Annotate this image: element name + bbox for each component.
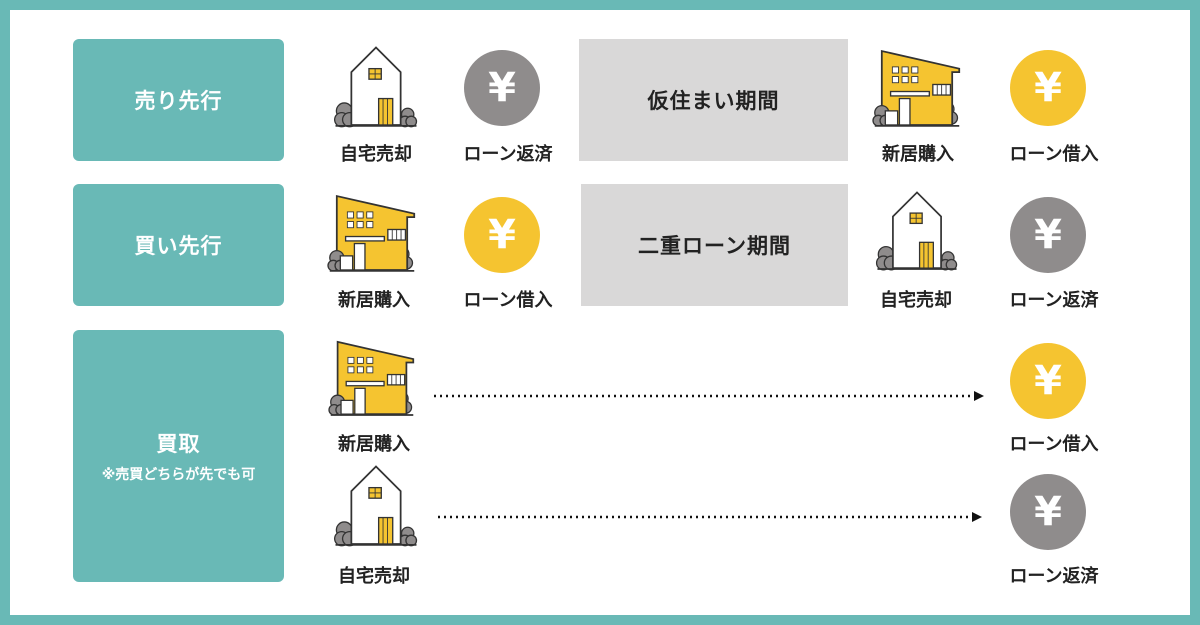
row-label-text: 買い先行 bbox=[134, 234, 223, 258]
yen-coin-icon: ¥ bbox=[1010, 197, 1086, 273]
dotted-arrow bbox=[434, 391, 984, 401]
caption-buy-new-home: 新居購入 bbox=[338, 290, 410, 311]
yellow-house-icon bbox=[322, 189, 422, 277]
dotted-arrow bbox=[438, 512, 982, 522]
row-label-text: 買取 bbox=[156, 432, 201, 456]
period-temporary-housing: 仮住まい期間 bbox=[579, 39, 848, 161]
row-label-note: ※売買どちらが先でも可 bbox=[101, 467, 256, 483]
white-house-icon bbox=[328, 463, 424, 551]
yen-coin-icon: ¥ bbox=[1010, 474, 1086, 550]
caption-sell-home: 自宅売却 bbox=[338, 566, 410, 587]
row-label-buyout: 買取 ※売買どちらが先でも可 bbox=[73, 330, 284, 582]
caption-sell-home: 自宅売却 bbox=[880, 290, 952, 311]
yen-coin-icon: ¥ bbox=[464, 197, 540, 273]
caption-buy-new-home: 新居購入 bbox=[882, 144, 954, 165]
caption-loan-borrowing: ローン借入 bbox=[463, 290, 553, 311]
white-house-icon bbox=[870, 189, 964, 275]
period-double-loan: 二重ローン期間 bbox=[581, 184, 848, 306]
caption-loan-repayment: ローン返済 bbox=[463, 144, 553, 165]
yen-coin-icon: ¥ bbox=[464, 50, 540, 126]
caption-loan-repayment: ローン返済 bbox=[1009, 290, 1099, 311]
white-house-icon bbox=[328, 44, 424, 132]
caption-loan-repayment: ローン返済 bbox=[1009, 566, 1099, 587]
caption-buy-new-home: 新居購入 bbox=[338, 434, 410, 455]
row-label-text: 売り先行 bbox=[134, 89, 223, 113]
yen-coin-icon: ¥ bbox=[1010, 343, 1086, 419]
row-label-sell-first: 売り先行 bbox=[73, 39, 284, 161]
yen-coin-icon: ¥ bbox=[1010, 50, 1086, 126]
row-label-buy-first: 買い先行 bbox=[73, 184, 284, 306]
yellow-house-icon bbox=[322, 335, 422, 421]
caption-sell-home: 自宅売却 bbox=[340, 144, 412, 165]
caption-loan-borrowing: ローン借入 bbox=[1009, 144, 1099, 165]
yellow-house-icon bbox=[868, 44, 966, 132]
caption-loan-borrowing: ローン借入 bbox=[1009, 434, 1099, 455]
